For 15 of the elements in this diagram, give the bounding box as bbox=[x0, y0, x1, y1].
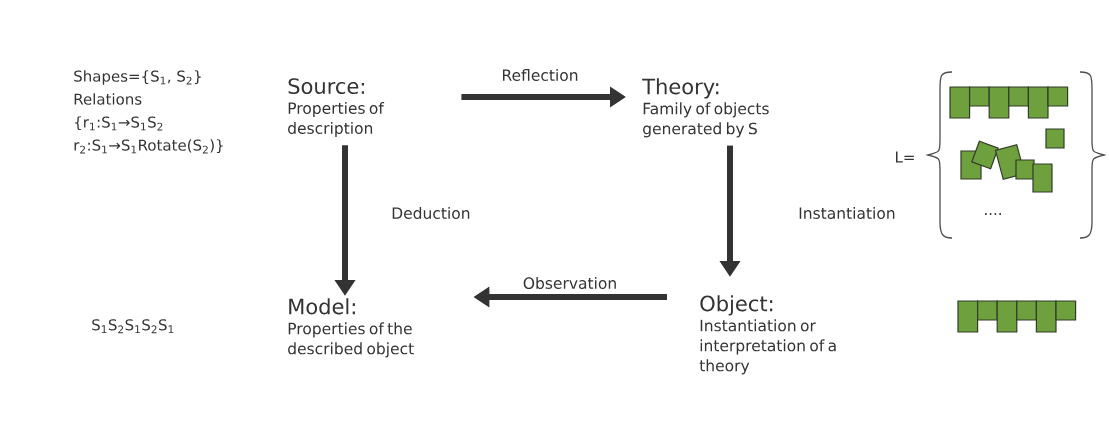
annotation: r$_{2}$:S$_{1}$→S$_{1}$Rotate(S$_{2}$)} bbox=[74, 139, 223, 154]
annotation: S$_{1}$S$_{2}$S$_{1}$S$_{2}$S$_{1}$ bbox=[92, 319, 174, 334]
annotation: {r$_{1}$:S$_{1}$→S$_{1}$S$_{2}$ bbox=[75, 116, 163, 131]
concept-label: Object: Instantiation or interpretation of a theory bbox=[699, 295, 836, 375]
concept-label: Theory: Family of objects generated by S bbox=[642, 78, 769, 138]
concept-label: Source: Properties of description bbox=[288, 78, 385, 137]
annotation: Shapes={S$_{1}$, S$_{2}$} bbox=[74, 70, 201, 85]
annotation: Relations bbox=[74, 93, 142, 105]
edge-label: Observation bbox=[521, 276, 619, 290]
annotation: .... bbox=[985, 213, 1001, 215]
edge-label: Deduction bbox=[390, 206, 472, 220]
edge-label: Reflection bbox=[500, 68, 580, 82]
concept-label: Model: Properties of the described object bbox=[288, 298, 414, 358]
edge-label: Instantiation bbox=[797, 206, 897, 220]
annotation: L= bbox=[896, 151, 914, 163]
